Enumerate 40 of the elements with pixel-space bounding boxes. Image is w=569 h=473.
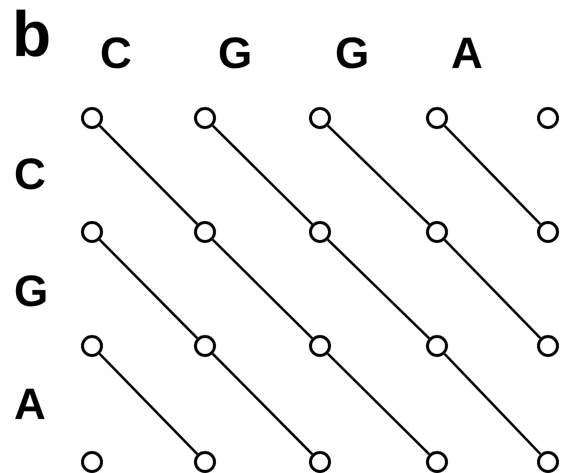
node-circle xyxy=(194,221,216,243)
node-circle xyxy=(81,451,103,473)
sequence-letter: G xyxy=(218,32,252,76)
node-circle xyxy=(537,107,559,129)
node-circle xyxy=(309,107,331,129)
node-circle xyxy=(426,335,448,357)
sequence-letter: G xyxy=(335,32,370,76)
node-circle xyxy=(537,335,559,357)
node-circle xyxy=(81,107,103,129)
node-circle xyxy=(194,451,216,473)
sequence-letter: A xyxy=(14,383,46,427)
sequence-letter: C xyxy=(100,32,132,76)
node-circle xyxy=(309,221,331,243)
diagonal-line xyxy=(444,125,542,225)
diagonal-line xyxy=(212,124,314,226)
node-circle xyxy=(426,221,448,243)
diagonal-line xyxy=(326,352,430,456)
sequence-letter: A xyxy=(451,32,483,76)
diagonal-line xyxy=(98,353,198,455)
node-circle xyxy=(194,107,216,129)
node-circle xyxy=(194,335,216,357)
diagonal-line xyxy=(212,238,314,340)
node-circle xyxy=(426,107,448,129)
node-circle xyxy=(426,451,448,473)
node-circle xyxy=(537,451,559,473)
panel-letter: b xyxy=(12,2,52,66)
diagonal-line xyxy=(444,353,542,455)
sequence-letter: C xyxy=(14,153,46,197)
node-circle xyxy=(537,221,559,243)
diagonal-line xyxy=(327,124,430,226)
node-circle xyxy=(309,335,331,357)
diagonal-line xyxy=(98,238,198,340)
diagonal-line xyxy=(327,238,430,340)
node-circle xyxy=(81,221,103,243)
sequence-letter: G xyxy=(14,270,48,314)
node-circle xyxy=(309,451,331,473)
diagonal-line xyxy=(212,352,314,456)
diagonal-line xyxy=(98,124,198,226)
diagonal-line xyxy=(444,239,542,339)
node-circle xyxy=(81,335,103,357)
